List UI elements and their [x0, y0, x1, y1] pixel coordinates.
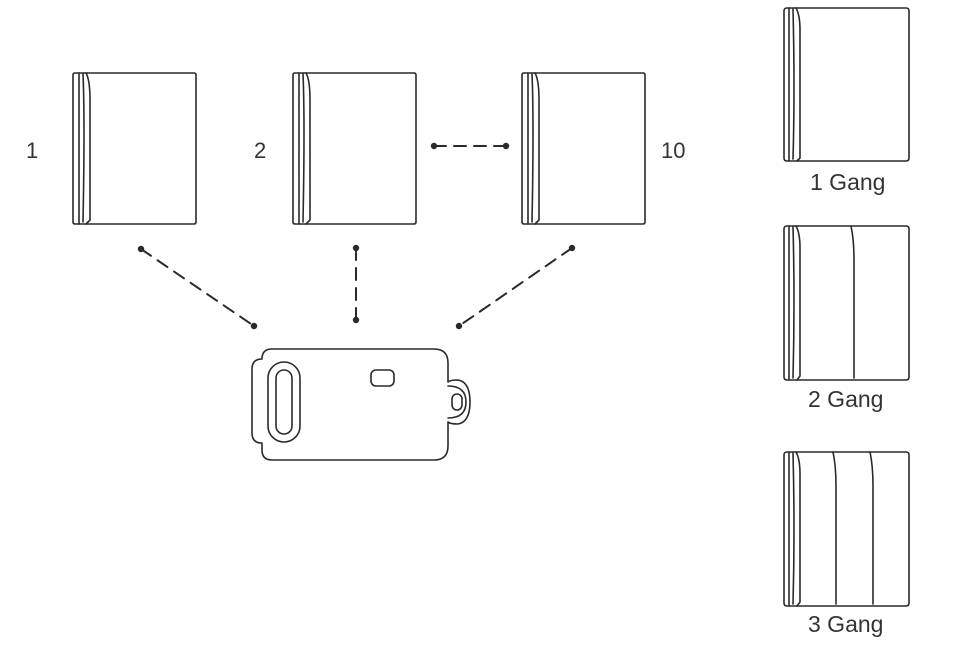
gang-label-2: 2 Gang	[808, 386, 884, 412]
link-2-to-remote	[352, 244, 360, 324]
switch-number-1: 1	[26, 138, 39, 163]
gang-label-3: 3 Gang	[808, 611, 884, 637]
wall-switch-1	[72, 72, 197, 225]
wall-switch-10	[521, 72, 646, 225]
remote-module	[251, 348, 471, 461]
switch-number-2: 2	[254, 138, 267, 163]
link-2-to-10	[430, 142, 510, 150]
switch-2-gang	[783, 225, 910, 381]
gang-label-1: 1 Gang	[810, 169, 886, 195]
wall-switch-2	[292, 72, 417, 225]
link-1-to-remote	[137, 245, 258, 330]
switch-number-10: 10	[661, 138, 686, 163]
link-10-to-remote	[455, 244, 576, 330]
switch-3-gang	[783, 451, 910, 607]
switch-1-gang	[783, 7, 910, 162]
